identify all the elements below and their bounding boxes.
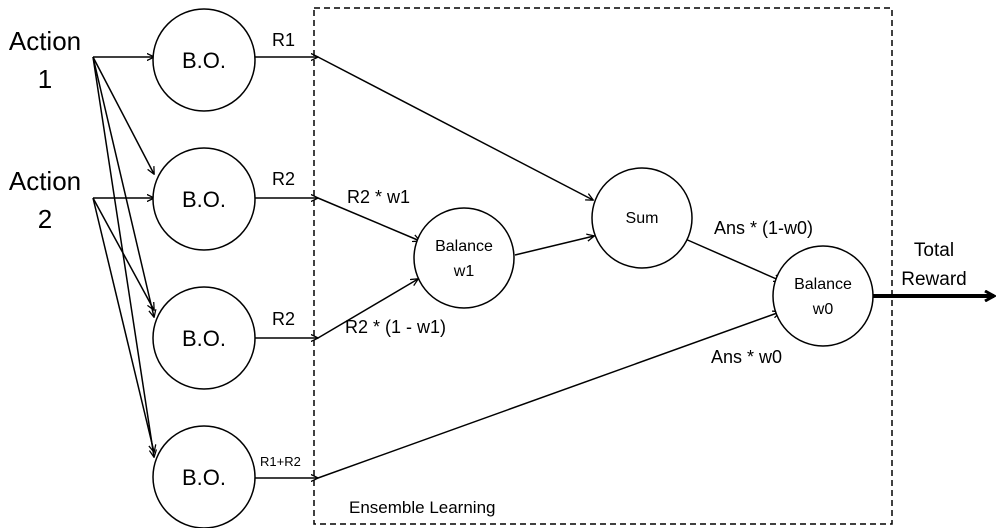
bo-node-1-label: B.O. — [182, 48, 226, 73]
ensemble-learning-box — [313, 7, 893, 525]
action-1-edges — [92, 57, 154, 457]
bo-node-3-label: B.O. — [182, 326, 226, 351]
balance-w0-node — [772, 245, 874, 347]
bo-node-2-label: B.O. — [182, 187, 226, 212]
edge-label-ans-one-minus-w0: Ans * (1-w0) — [714, 218, 813, 238]
ensemble-learning-label: Ensemble Learning — [349, 498, 495, 517]
balance-w1-node — [413, 207, 515, 309]
balance-w0-label-line2: w0 — [812, 301, 834, 318]
ensemble-edges — [317, 56, 781, 479]
edge-label-ans-w0: Ans * w0 — [711, 347, 782, 367]
edge-label-r1-plus-r2: R1+R2 — [260, 454, 301, 469]
balance-w0-label-line1: Balance — [794, 276, 852, 293]
edge-label-r1: R1 — [272, 30, 295, 50]
edge-label-r2-top: R2 — [272, 169, 295, 189]
action-1-label-line2: 1 — [38, 64, 52, 94]
balance-w1-label-line1: Balance — [435, 238, 493, 255]
bo-node-1 — [152, 8, 256, 112]
total-reward-label-line1: Total — [914, 240, 954, 261]
action-2-edges — [92, 198, 154, 452]
edge-label-r2-bottom: R2 — [272, 309, 295, 329]
total-reward-label-line2: Reward — [901, 269, 966, 290]
bo-node-4-label: B.O. — [182, 465, 226, 490]
edge-label-r2-w1: R2 * w1 — [347, 187, 410, 207]
balance-w1-label-line2: w1 — [453, 263, 475, 280]
sum-node — [591, 167, 693, 269]
action-1-label-line1: Action — [9, 26, 81, 56]
bo-node-4 — [152, 425, 256, 528]
bo-node-2 — [152, 147, 256, 251]
action-2-label-line2: 2 — [38, 204, 52, 234]
edge-label-r2-one-minus-w1: R2 * (1 - w1) — [345, 317, 446, 337]
bo-output-edges — [255, 57, 318, 478]
sum-node-label: Sum — [626, 210, 659, 227]
action-2-label-line1: Action — [9, 166, 81, 196]
